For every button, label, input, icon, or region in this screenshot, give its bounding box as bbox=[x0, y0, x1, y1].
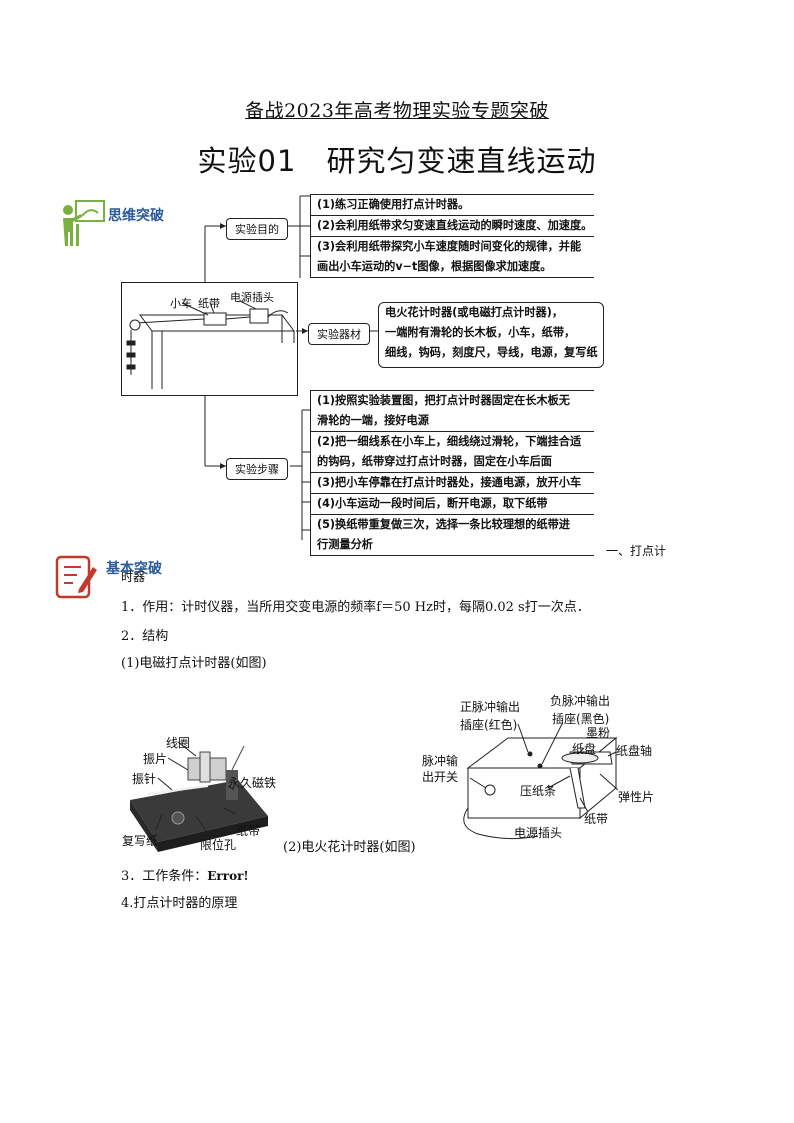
em-label-hole: 限位孔 bbox=[200, 838, 237, 852]
step-item: (5)换纸带重复做三次，选择一条比较理想的纸带进 bbox=[317, 518, 570, 531]
electromagnetic-timer-figure: 线圈 振片 振针 永久磁铁 纸带 复写纸 限位孔 bbox=[118, 730, 283, 855]
step-item: (2)把一细线系在小车上，细线绕过滑轮，下端挂合适 bbox=[317, 435, 582, 448]
spark-label-negative-1: 负脉冲输出 bbox=[550, 694, 611, 708]
apparatus-label-tape: 纸带 bbox=[198, 297, 220, 310]
document-supertitle: 备战2023年高考物理实验专题突破 bbox=[245, 100, 549, 122]
section-label-basic: 基本突破 bbox=[106, 561, 162, 577]
spark-label-spring: 弹性片 bbox=[618, 790, 655, 804]
spark-label-positive-2: 插座(红色) bbox=[460, 718, 518, 732]
spark-label-positive-1: 正脉冲输出 bbox=[460, 700, 521, 714]
spark-label-switch-2: 出开关 bbox=[422, 770, 459, 784]
node-purpose: 实验目的 bbox=[226, 218, 288, 240]
apparatus-label-plug: 电源插头 bbox=[230, 291, 274, 304]
spark-label-press: 压纸条 bbox=[520, 784, 557, 798]
purpose-item: 画出小车运动的v−t图像，根据图像求加速度。 bbox=[311, 257, 594, 278]
em-label-coil: 线圈 bbox=[166, 736, 191, 750]
spark-label-axle: 纸盘轴 bbox=[616, 744, 653, 758]
purpose-box: (1)练习正确使用打点计时器。 (2)会利用纸带求匀变速直线运动的瞬时速度、加速… bbox=[310, 194, 594, 278]
purpose-item: (3)会利用纸带探究小车速度随时间变化的规律，并能 bbox=[317, 240, 582, 253]
spark-timer-drawing bbox=[463, 723, 619, 840]
spark-label-negative-2: 插座(黑色) bbox=[552, 712, 610, 726]
heading-timer-part1: 一、打点计 bbox=[606, 544, 667, 558]
notepad-icon bbox=[55, 553, 99, 599]
paragraph-structure: 2．结构 bbox=[121, 629, 169, 644]
step-item: 行测量分析 bbox=[311, 535, 594, 556]
spark-label-tape: 纸带 bbox=[584, 812, 609, 826]
equipment-line: 细线，钩码，刻度尺，导线，电源，复写纸 bbox=[385, 346, 598, 359]
step-item: 的钩码，纸带穿过打点计时器，固定在小车后面 bbox=[311, 452, 594, 473]
paragraph-conditions: 3．工作条件：Error! bbox=[121, 865, 249, 884]
paragraph-principle: 4.打点计时器的原理 bbox=[121, 896, 238, 911]
step-item: (3)把小车停靠在打点计时器处，接通电源，放开小车 bbox=[311, 473, 594, 494]
step-item: (4)小车运动一段时间后，断开电源，取下纸带 bbox=[311, 494, 594, 515]
conditions-label: 3．工作条件： bbox=[121, 869, 208, 884]
teacher-icon bbox=[60, 198, 106, 248]
section-label-thinking: 思维突破 bbox=[108, 208, 164, 224]
node-steps: 实验步骤 bbox=[226, 458, 288, 480]
apparatus-figure: 小车 纸带 电源插头 bbox=[121, 282, 298, 396]
document-title: 实验01 研究匀变速直线运动 bbox=[197, 144, 597, 178]
electromagnetic-timer-drawing bbox=[130, 741, 268, 852]
spark-label-switch-1: 脉冲输 bbox=[422, 754, 459, 768]
em-label-reed: 振片 bbox=[143, 752, 168, 766]
equipment-line: 电火花计时器(或电磁打点计时器)， bbox=[385, 306, 564, 319]
spark-timer-figure: 正脉冲输出 插座(红色) 负脉冲输出 插座(黑色) 墨粉 纸盘 纸盘轴 脉冲输 … bbox=[420, 690, 655, 842]
spark-label-plug: 电源插头 bbox=[514, 826, 563, 840]
spark-label-disc: 纸盘 bbox=[572, 742, 597, 756]
node-equipment: 实验器材 bbox=[308, 323, 370, 345]
em-label-tape: 纸带 bbox=[236, 824, 261, 838]
purpose-item: (2)会利用纸带求匀变速直线运动的瞬时速度、加速度。 bbox=[311, 216, 594, 237]
equipment-box: 电火花计时器(或电磁打点计时器)， 一端附有滑轮的长木板，小车，纸带， 细线，钩… bbox=[378, 302, 604, 368]
em-label-carbon: 复写纸 bbox=[122, 834, 159, 848]
purpose-item: (1)练习正确使用打点计时器。 bbox=[311, 195, 594, 216]
apparatus-label-car: 小车 bbox=[170, 297, 192, 310]
apparatus-drawing bbox=[126, 300, 295, 389]
step-item: (1)按照实验装置图，把打点计时器固定在长木板无 bbox=[317, 394, 570, 407]
steps-box: (1)按照实验装置图，把打点计时器固定在长木板无 滑轮的一端，接好电源 (2)把… bbox=[310, 390, 594, 556]
em-label-magnet: 永久磁铁 bbox=[228, 776, 277, 790]
conditions-error: Error! bbox=[207, 869, 249, 883]
spark-label-ink: 墨粉 bbox=[586, 726, 611, 740]
paragraph-function: 1．作用：计时仪器，当所用交变电源的频率f＝50 Hz时，每隔0.02 s打一次… bbox=[121, 600, 590, 615]
em-label-needle: 振针 bbox=[132, 772, 157, 786]
step-item: 滑轮的一端，接好电源 bbox=[311, 411, 594, 432]
caption-spark-timer: (2)电火花计时器(如图) bbox=[283, 840, 416, 855]
equipment-line: 一端附有滑轮的长木板，小车，纸带， bbox=[385, 326, 576, 339]
heading-timer-part2: 时器 bbox=[121, 570, 146, 584]
paragraph-electromagnetic: (1)电磁打点计时器(如图) bbox=[121, 656, 267, 671]
